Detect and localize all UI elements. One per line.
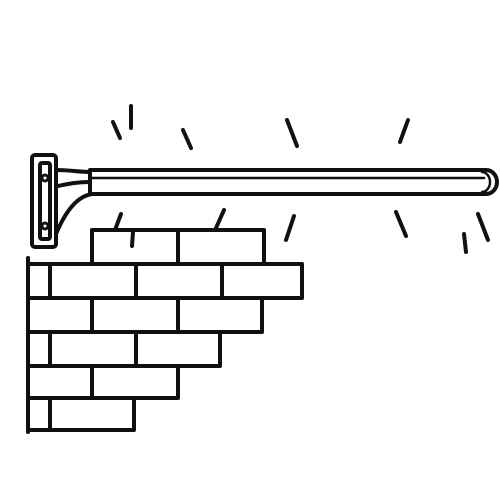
brick-wall: [26, 228, 304, 434]
brick: [48, 330, 138, 368]
vibration-mark: [285, 118, 299, 148]
brick: [176, 228, 266, 266]
vibration-marks: [111, 104, 490, 254]
brick: [90, 296, 180, 334]
brick: [220, 262, 304, 300]
vibration-mark: [394, 210, 408, 238]
brick: [48, 396, 136, 432]
brick: [134, 262, 224, 300]
vibration-mark: [181, 128, 193, 150]
vibration-mark: [284, 214, 296, 242]
vibration-mark: [130, 230, 135, 248]
brick: [90, 228, 180, 266]
brick: [176, 296, 264, 334]
vibration-mark: [214, 208, 226, 230]
horizontal-rail: [88, 168, 499, 196]
mounting-bracket: [30, 153, 94, 249]
vibration-mark: [462, 232, 468, 254]
vibration-mark: [111, 120, 122, 140]
brick: [90, 364, 180, 400]
vibration-mark: [476, 212, 490, 242]
brick: [48, 262, 138, 300]
brick: [134, 330, 222, 368]
vibration-mark: [113, 212, 123, 232]
vibration-mark: [398, 118, 410, 144]
